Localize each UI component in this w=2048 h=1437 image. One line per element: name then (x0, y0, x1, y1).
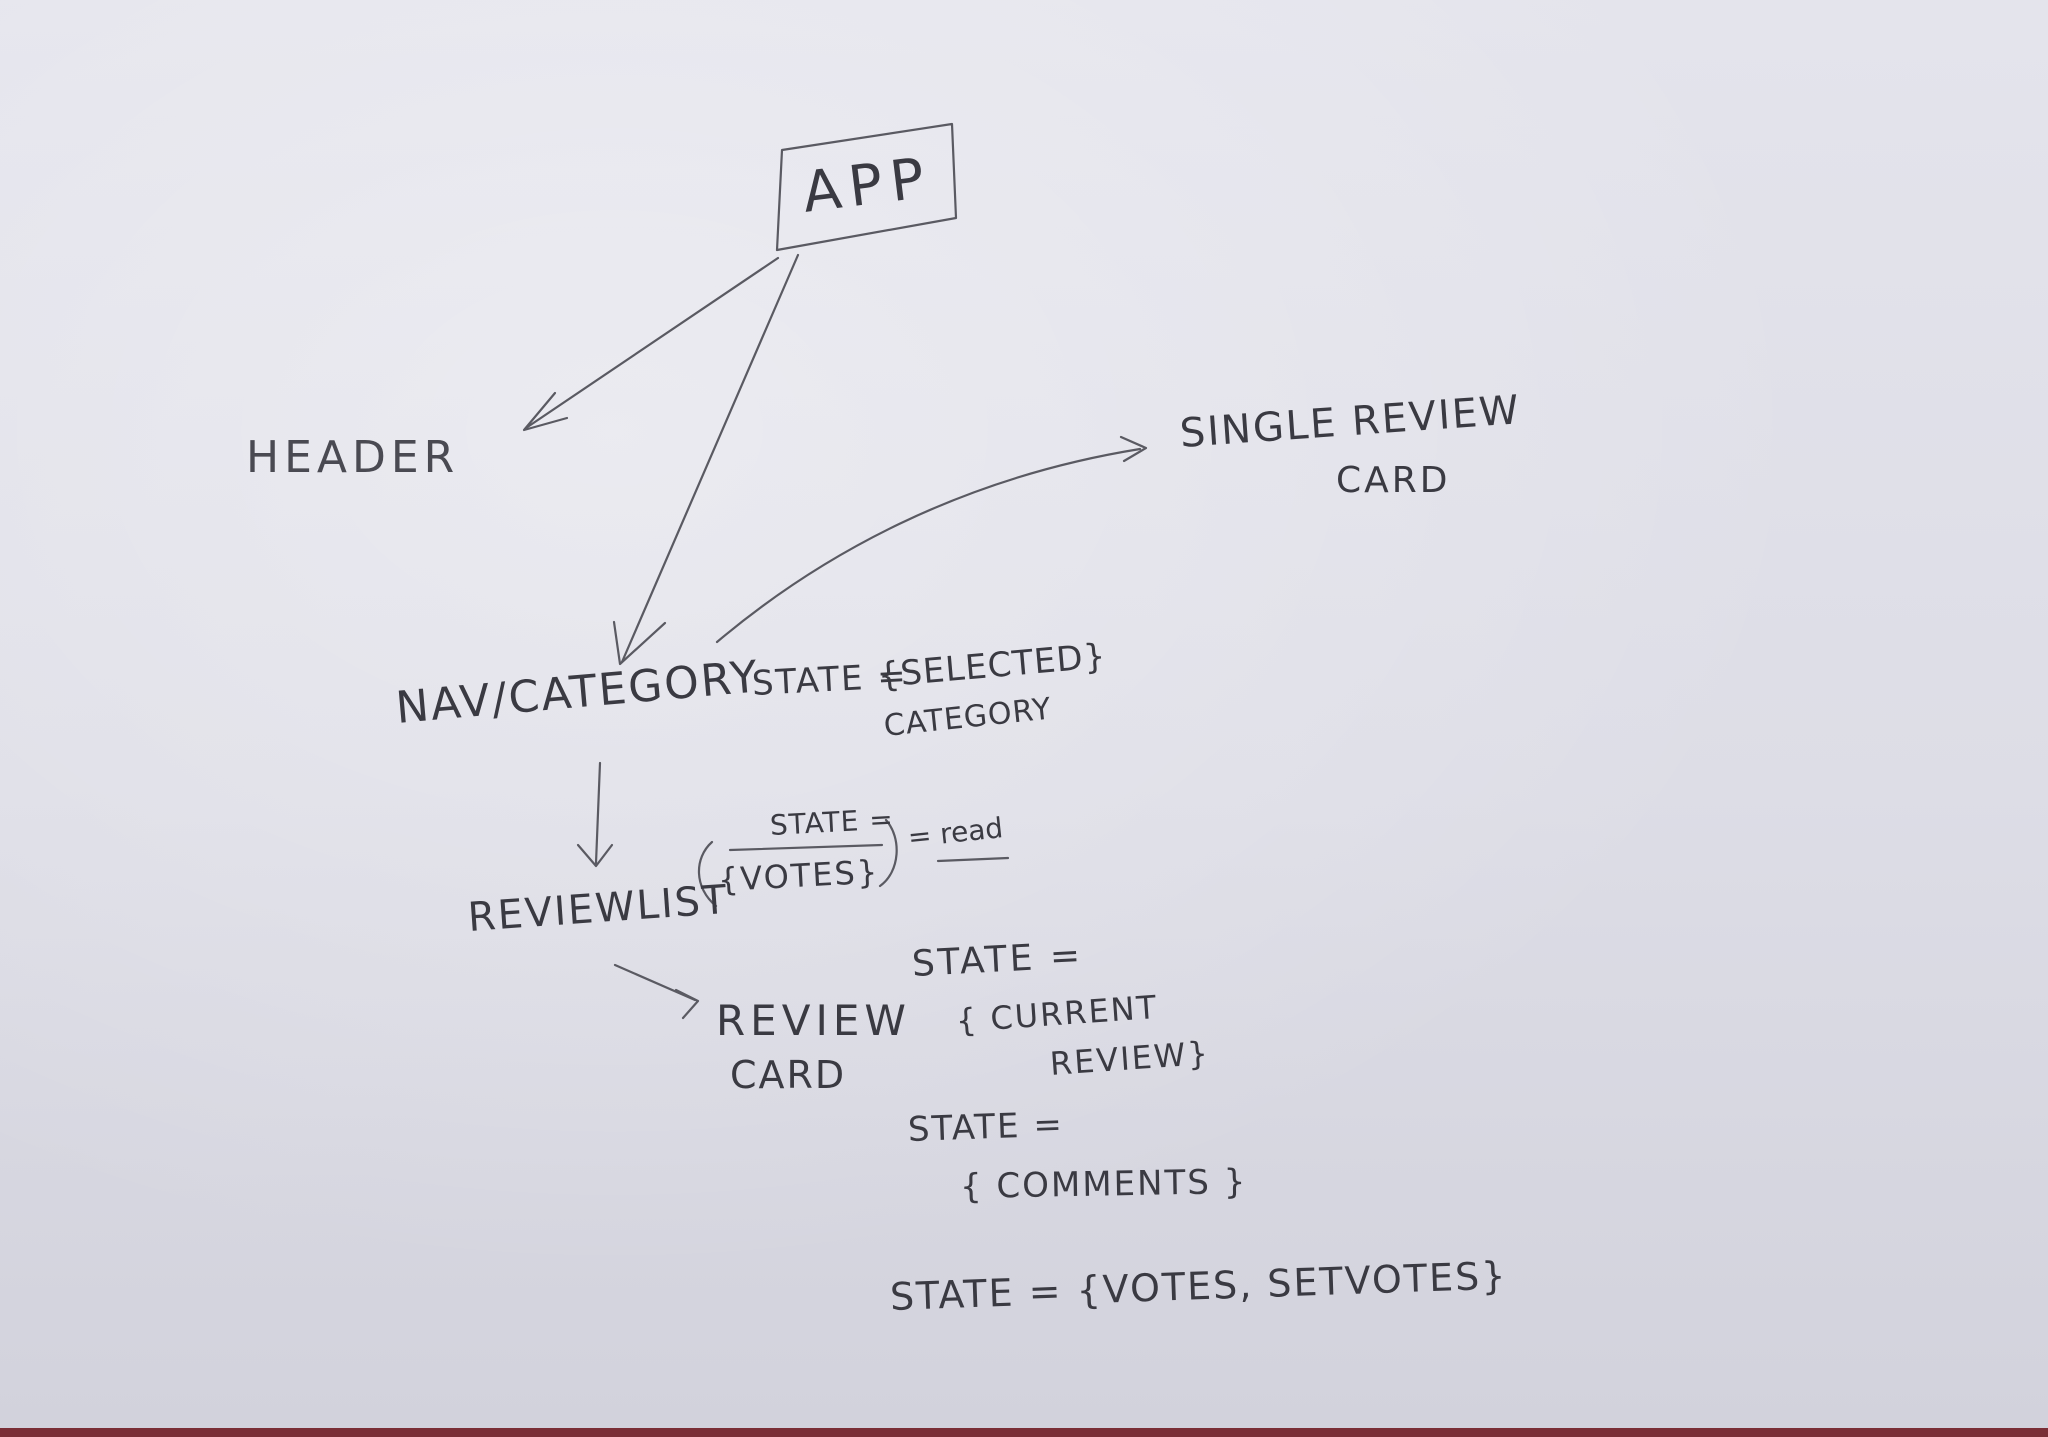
node-review-card-line1: REVIEW (716, 996, 911, 1045)
reviewcard-state2-value: { COMMENTS } (959, 1161, 1248, 1207)
reviewlist-state-bottom: {VOTES} (717, 852, 881, 899)
arrow-reviewlist-to-reviewcard (613, 963, 697, 1002)
reviewlist-state-fraction-line (728, 843, 884, 852)
reviewlist-state-top: STATE = (769, 802, 895, 842)
arrow-app-to-header (524, 256, 780, 430)
node-app: APP (798, 145, 936, 226)
arrow-nav-to-single-review-head (1119, 435, 1148, 463)
arrow-reviewlist-to-reviewcard-head (674, 988, 700, 1020)
app-box (775, 122, 958, 252)
reviewlist-read-underline (936, 856, 1010, 863)
reviewlist-state-close-paren (878, 818, 898, 888)
table-edge (0, 1428, 2048, 1437)
reviewcard-state1-line2: REVIEW} (1048, 1033, 1211, 1083)
node-review-card-line2: CARD (730, 1053, 847, 1097)
arrow-nav-to-reviewlist (594, 761, 602, 865)
arrow-app-to-nav (620, 253, 800, 664)
arrow-app-to-header-head (522, 391, 569, 432)
arrow-app-to-nav-head (612, 620, 667, 666)
node-single-review-card-line2: CARD (1336, 460, 1451, 501)
reviewcard-state1-label: STATE = (910, 935, 1085, 985)
arrow-nav-to-reviewlist-head (576, 843, 614, 868)
node-header: HEADER (246, 432, 460, 483)
reviewcard-state2-label: STATE = (907, 1104, 1065, 1150)
reviewlist-state-open-paren (697, 840, 718, 908)
arrow-nav-to-single-review (715, 447, 1142, 644)
